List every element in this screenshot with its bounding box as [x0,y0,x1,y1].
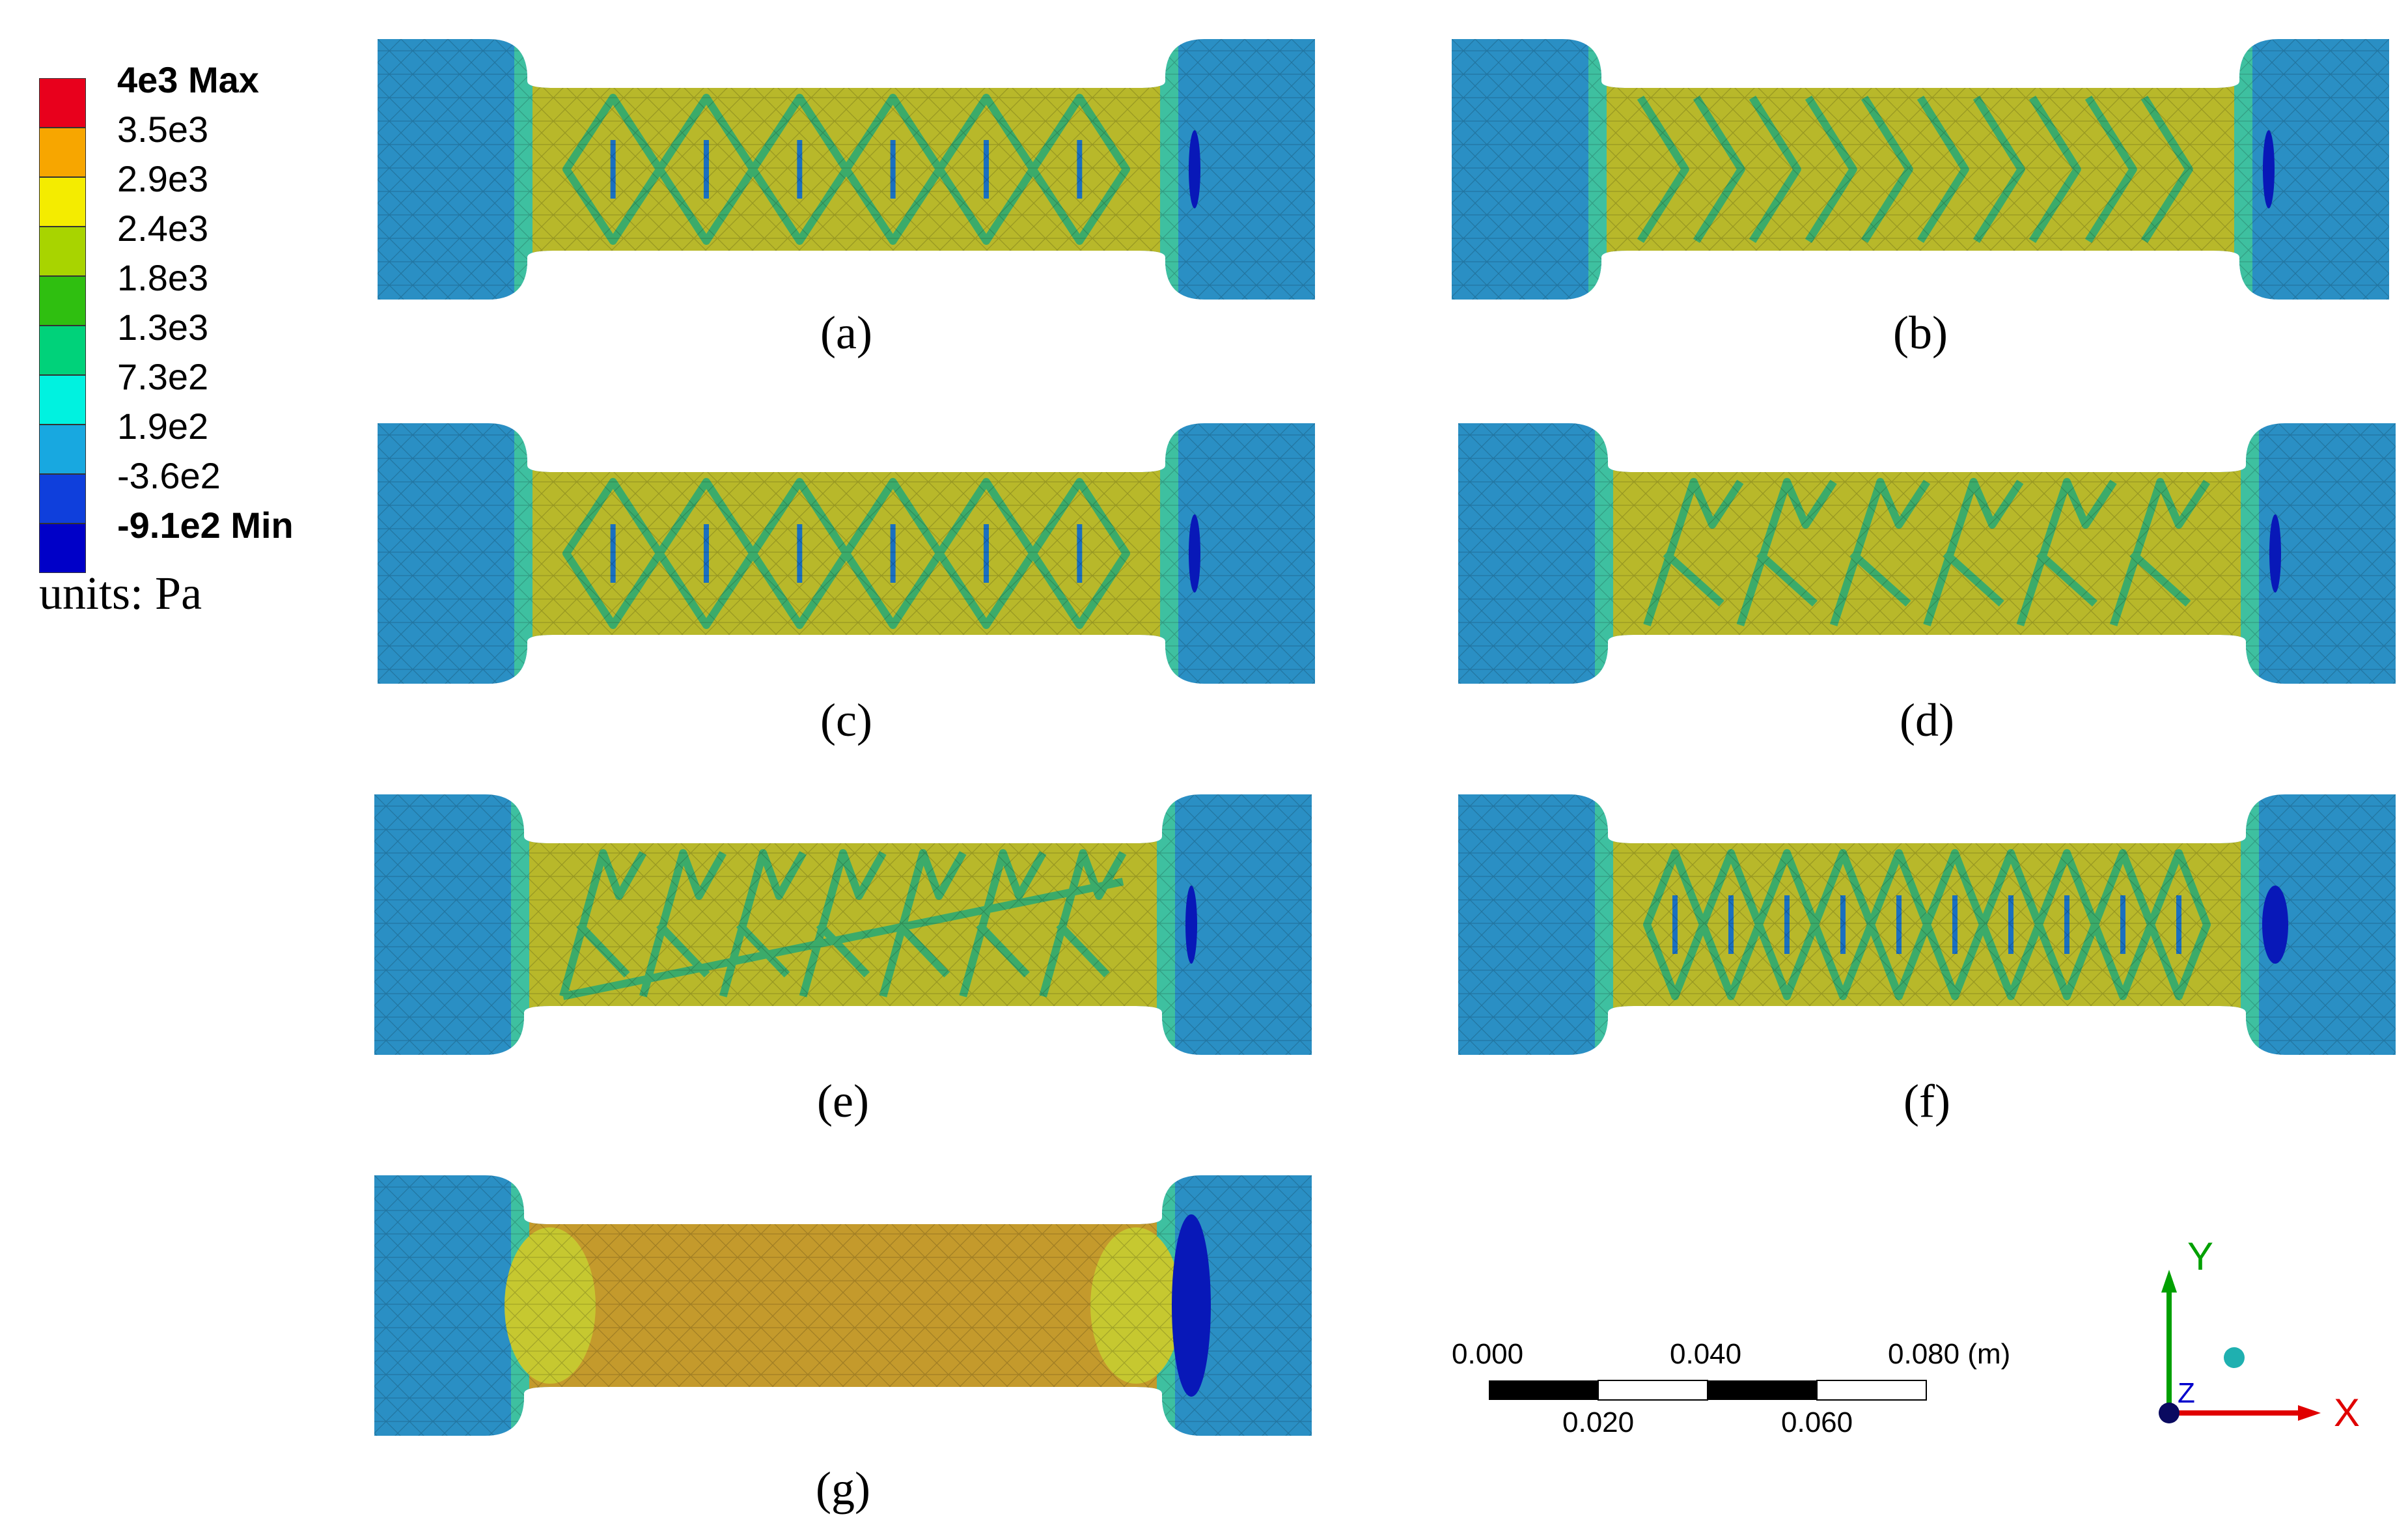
specimen-graphic [378,39,1315,300]
mesh-overlay [374,1175,1312,1436]
specimen-panel [1452,39,2389,300]
panel-caption: (c) [820,694,872,746]
specimen-panel [374,794,1312,1055]
scale-bar: 0.000 0.040 0.080 (m) 0.020 0.060 [1432,1309,2018,1439]
min-stress-zone [1189,514,1200,593]
scale-label-060: 0.060 [1781,1406,1853,1438]
specimen-panel [1458,423,2396,684]
view-sphere-icon [2224,1347,2245,1368]
mesh-overlay [1452,39,2389,300]
specimen-panel [1458,794,2396,1055]
legend-swatch [39,128,86,177]
scale-seg-3 [1708,1380,1817,1400]
specimen-graphic [378,423,1315,684]
legend-swatch [39,425,86,474]
scale-seg-2 [1598,1380,1708,1401]
min-stress-zone [1185,886,1197,964]
min-stress-zone [2263,130,2275,208]
legend-label: 1.8e3 [117,257,209,298]
legend-label: 1.3e3 [117,307,209,348]
specimen-graphic [1458,794,2396,1055]
scale-seg-1 [1489,1380,1598,1400]
specimen-panel [374,1175,1312,1436]
legend-swatch [39,524,86,573]
scale-label-020: 0.020 [1562,1406,1635,1438]
legend: 4e3 Max 3.5e3 2.9e3 2.4e3 1.8e3 1.3e3 7.3e2 1.9… [39,59,345,625]
min-stress-zone [1172,1214,1211,1397]
z-axis-label: Z [2178,1377,2195,1409]
legend-swatch [39,78,86,128]
legend-label: -9.1e2 Min [117,505,294,546]
legend-swatch [39,177,86,227]
mesh-overlay [1458,423,2396,684]
specimen-body [374,794,1312,1055]
x-axis-arrow-icon [2298,1405,2321,1421]
panel-caption: (d) [1900,694,1954,746]
panel-caption: (g) [816,1462,870,1515]
mesh-overlay [1458,794,2396,1055]
legend-swatch [39,227,86,276]
y-axis-label: Y [2187,1235,2214,1278]
legend-swatch [39,375,86,425]
z-axis-origin-icon [2159,1403,2180,1423]
legend-swatch [39,276,86,326]
specimen-panel [378,39,1315,300]
scale-label-080: 0.080 (m) [1888,1338,2011,1370]
scale-bar-graphic [1489,1380,1927,1401]
legend-label: 1.9e2 [117,406,209,447]
mesh-overlay [378,39,1315,300]
panel-caption: (f) [1903,1075,1950,1127]
specimen-body [378,423,1315,684]
legend-label: 2.9e3 [117,158,209,199]
x-axis-label: X [2334,1391,2360,1434]
panel-caption: (a) [820,307,872,359]
scale-label-0: 0.000 [1452,1338,1524,1370]
y-axis-arrow-icon [2161,1270,2177,1293]
specimen-body [1452,39,2389,300]
specimen-body [1458,423,2396,684]
legend-label: 2.4e3 [117,208,209,249]
coordinate-triad: Y X Z [2116,1235,2389,1446]
units-label: units: Pa [39,567,202,619]
mesh-overlay [378,423,1315,684]
min-stress-zone [1189,130,1200,208]
min-stress-zone [2262,886,2288,964]
specimen-graphic [1458,423,2396,684]
specimen-panel [378,423,1315,684]
panel-caption: (e) [817,1075,869,1127]
specimen-body [1458,794,2396,1055]
legend-label: -3.6e2 [117,455,221,496]
min-stress-zone [2269,514,2281,593]
panel-caption: (b) [1893,307,1948,359]
scale-seg-4 [1816,1380,1927,1401]
specimen-graphic [374,794,1312,1055]
triad-graphic [2159,1270,2321,1423]
legend-label: 7.3e2 [117,356,209,397]
mesh-overlay [374,794,1312,1055]
specimen-graphic [1452,39,2389,300]
legend-label: 4e3 Max [117,59,259,100]
legend-swatch [39,474,86,524]
scale-label-040: 0.040 [1670,1338,1742,1370]
legend-swatch [39,326,86,375]
specimen-graphic [374,1175,1312,1436]
legend-label: 3.5e3 [117,109,209,150]
specimen-body [378,39,1315,300]
specimen-body [374,1175,1312,1436]
